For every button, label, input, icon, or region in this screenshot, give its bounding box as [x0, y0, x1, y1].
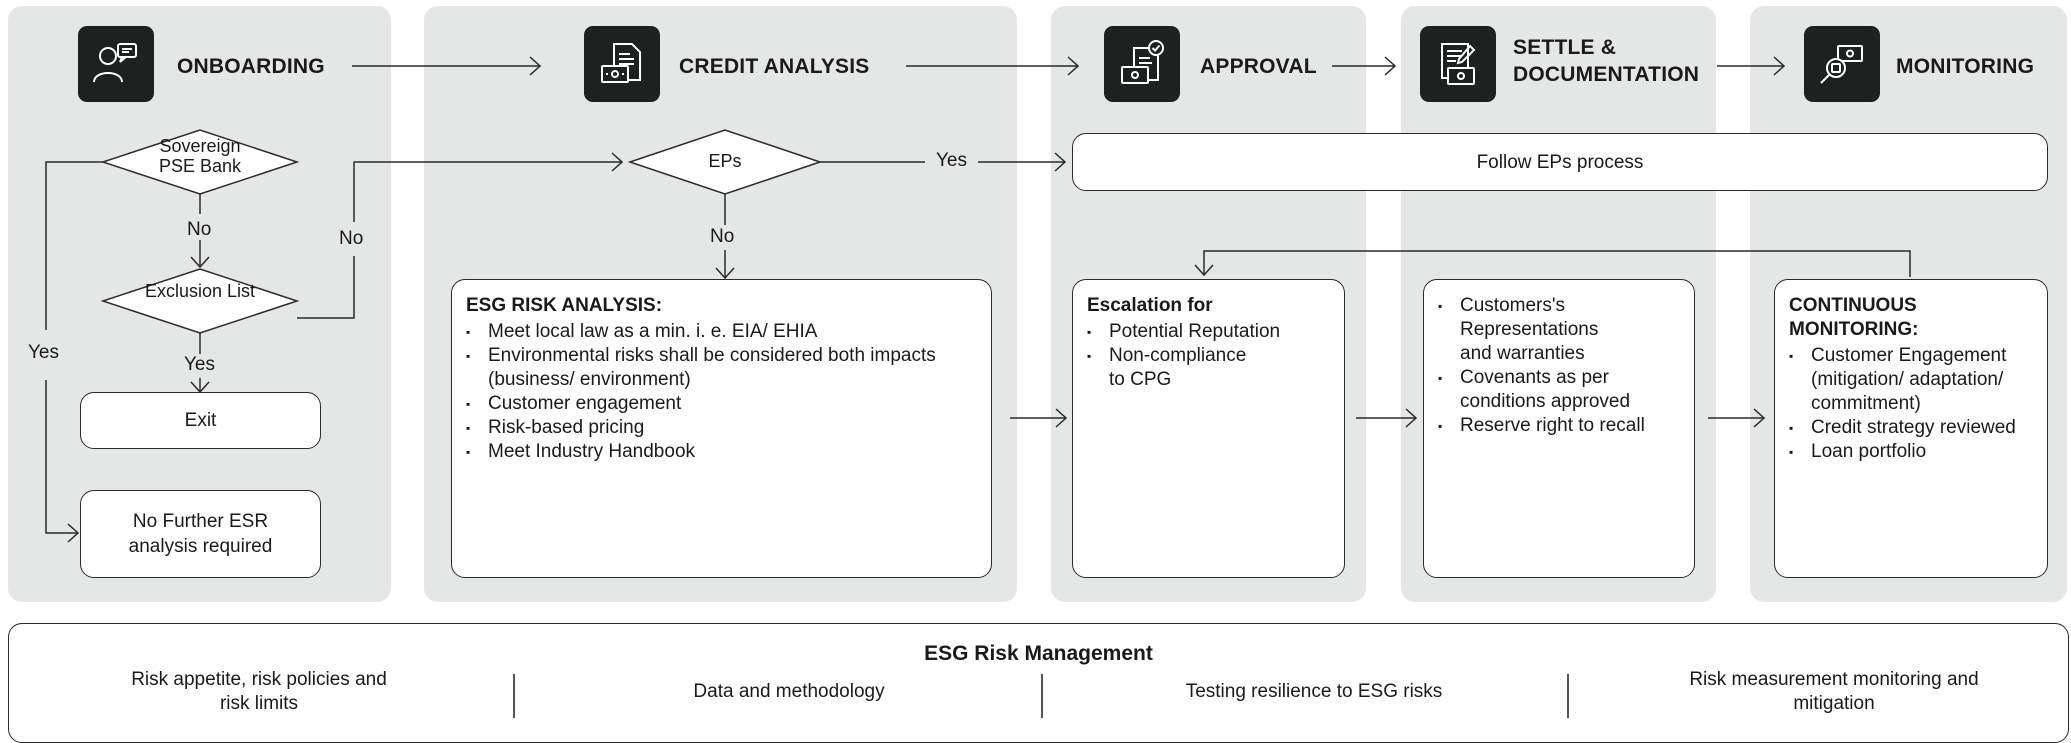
approved-document-icon — [1121, 40, 1164, 84]
esg-mgmt-item: Testing resilience to ESG risks — [1185, 681, 1443, 702]
settle-item: Customers's Representations and warranti… — [1438, 294, 1630, 366]
no-label-sovereign: No — [187, 219, 212, 240]
stage-title-monitoring: MONITORING — [1896, 55, 2035, 78]
yes-label-eps: Yes — [936, 150, 967, 171]
monitoring-item: Customer Engagement (mitigation/ adaptat… — [1789, 344, 2041, 416]
escalation-item: Non-compliance to CPG — [1087, 344, 1259, 392]
continuous-monitoring-box: CONTINUOUS MONITORING: Customer Engageme… — [1774, 279, 2048, 578]
contract-cash-icon — [1441, 43, 1476, 85]
magnifier-cash-icon — [1820, 45, 1863, 84]
stage-title-onboarding: ONBOARDING — [177, 55, 325, 78]
esg-risk-analysis-box: ESG RISK ANALYSIS: Meet local law as a m… — [451, 279, 992, 578]
divider — [1567, 674, 1569, 718]
no-label-eps: No — [710, 226, 735, 247]
settle-item: Covenants as per conditions approved — [1438, 366, 1680, 414]
document-cash-icon — [601, 43, 641, 83]
escalation-heading: Escalation for — [1087, 295, 1213, 316]
eps-decision: EPs — [708, 151, 742, 171]
escalation-item: Potential Reputation — [1087, 320, 1330, 344]
settle-item: Reserve right to recall — [1438, 414, 1680, 438]
no-further-analysis-box: No Further ESR analysis required — [80, 490, 321, 578]
flow-connectors — [45, 0, 1911, 723]
no-label-exclusion: No — [339, 228, 364, 249]
monitoring-item: Loan portfolio — [1789, 440, 2033, 464]
esg-risk-analysis-heading: ESG RISK ANALYSIS: — [466, 295, 663, 316]
esg-item: Customer engagement — [466, 392, 977, 416]
diamond-exclusion — [100, 268, 300, 334]
esg-risk-management-title: ESG Risk Management — [924, 642, 1153, 665]
follow-eps-process-box: Follow EPs process — [1072, 133, 2048, 191]
continuous-monitoring-heading: CONTINUOUS MONITORING: — [1789, 295, 1919, 340]
esg-item: Meet Industry Handbook — [466, 440, 977, 464]
stage-title-settle: SETTLE & DOCUMENTATION — [1513, 36, 1700, 86]
settle-stage-icon — [1420, 26, 1496, 102]
divider — [513, 674, 515, 718]
settle-documentation-box: Customers's Representations and warranti… — [1423, 279, 1695, 578]
diamond-sovereign — [100, 129, 300, 195]
credit-analysis-stage-icon — [584, 26, 660, 102]
esg-item: Environmental risks shall be considered … — [466, 344, 977, 392]
stage-title-credit-analysis: CREDIT ANALYSIS — [679, 55, 870, 78]
esg-risk-management-box: ESG Risk Management Risk appetite, risk … — [8, 623, 2069, 743]
divider — [1041, 674, 1043, 718]
exit-box: Exit — [80, 392, 321, 449]
sovereign-pse-bank-decision: Sovereign PSE Bank — [158, 136, 242, 176]
monitoring-item: Credit strategy reviewed — [1789, 416, 2033, 440]
esg-item: Meet local law as a min. i. e. EIA/ EHIA — [466, 320, 977, 344]
yes-label-exit: Yes — [184, 354, 215, 375]
user-chat-icon — [93, 43, 137, 83]
onboarding-stage-icon — [78, 26, 154, 102]
monitoring-stage-icon — [1804, 26, 1880, 102]
escalation-box: Escalation for Potential Reputation Non-… — [1072, 279, 1345, 578]
exclusion-list-decision: Exclusion List — [144, 281, 256, 301]
esg-mgmt-item: Risk measurement monitoring and mitigati… — [1689, 669, 1979, 714]
yes-label-left: Yes — [28, 342, 59, 363]
esg-mgmt-item: Data and methodology — [693, 681, 885, 702]
stage-title-approval: APPROVAL — [1200, 55, 1317, 78]
esg-item: Risk-based pricing — [466, 416, 977, 440]
approval-stage-icon — [1104, 26, 1180, 102]
esg-mgmt-item: Risk appetite, risk policies and risk li… — [131, 669, 387, 714]
